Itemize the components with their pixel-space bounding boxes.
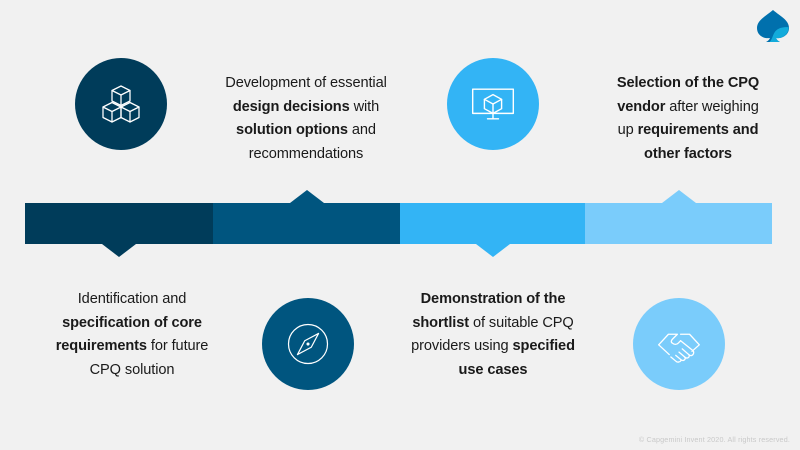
- timeline-segment-4[interactable]: [585, 190, 772, 244]
- timeline-bar: [25, 190, 772, 257]
- step-icon-circle-compass[interactable]: [262, 298, 354, 390]
- pointer-up-2: [289, 190, 324, 203]
- step-icon-circle-monitor-cube[interactable]: [447, 58, 539, 150]
- copyright-footer: © Capgemini Invent 2020. All rights rese…: [638, 435, 790, 444]
- pointer-down-1: [102, 244, 137, 257]
- timeline-segment-1[interactable]: [25, 203, 214, 257]
- capgemini-invent-logo: [755, 8, 791, 44]
- pointer-up-4: [661, 190, 696, 203]
- handshake-icon: [653, 318, 705, 370]
- monitor-cube-icon: [468, 79, 518, 129]
- pointer-down-3: [475, 244, 510, 257]
- step-icon-circle-handshake[interactable]: [633, 298, 725, 390]
- three-cubes-icon: [97, 80, 145, 128]
- timeline-segment-2[interactable]: [213, 190, 400, 244]
- compass-icon: [282, 318, 334, 370]
- timeline-segment-3[interactable]: [399, 203, 586, 257]
- step-icon-circle-three-cubes[interactable]: [75, 58, 167, 150]
